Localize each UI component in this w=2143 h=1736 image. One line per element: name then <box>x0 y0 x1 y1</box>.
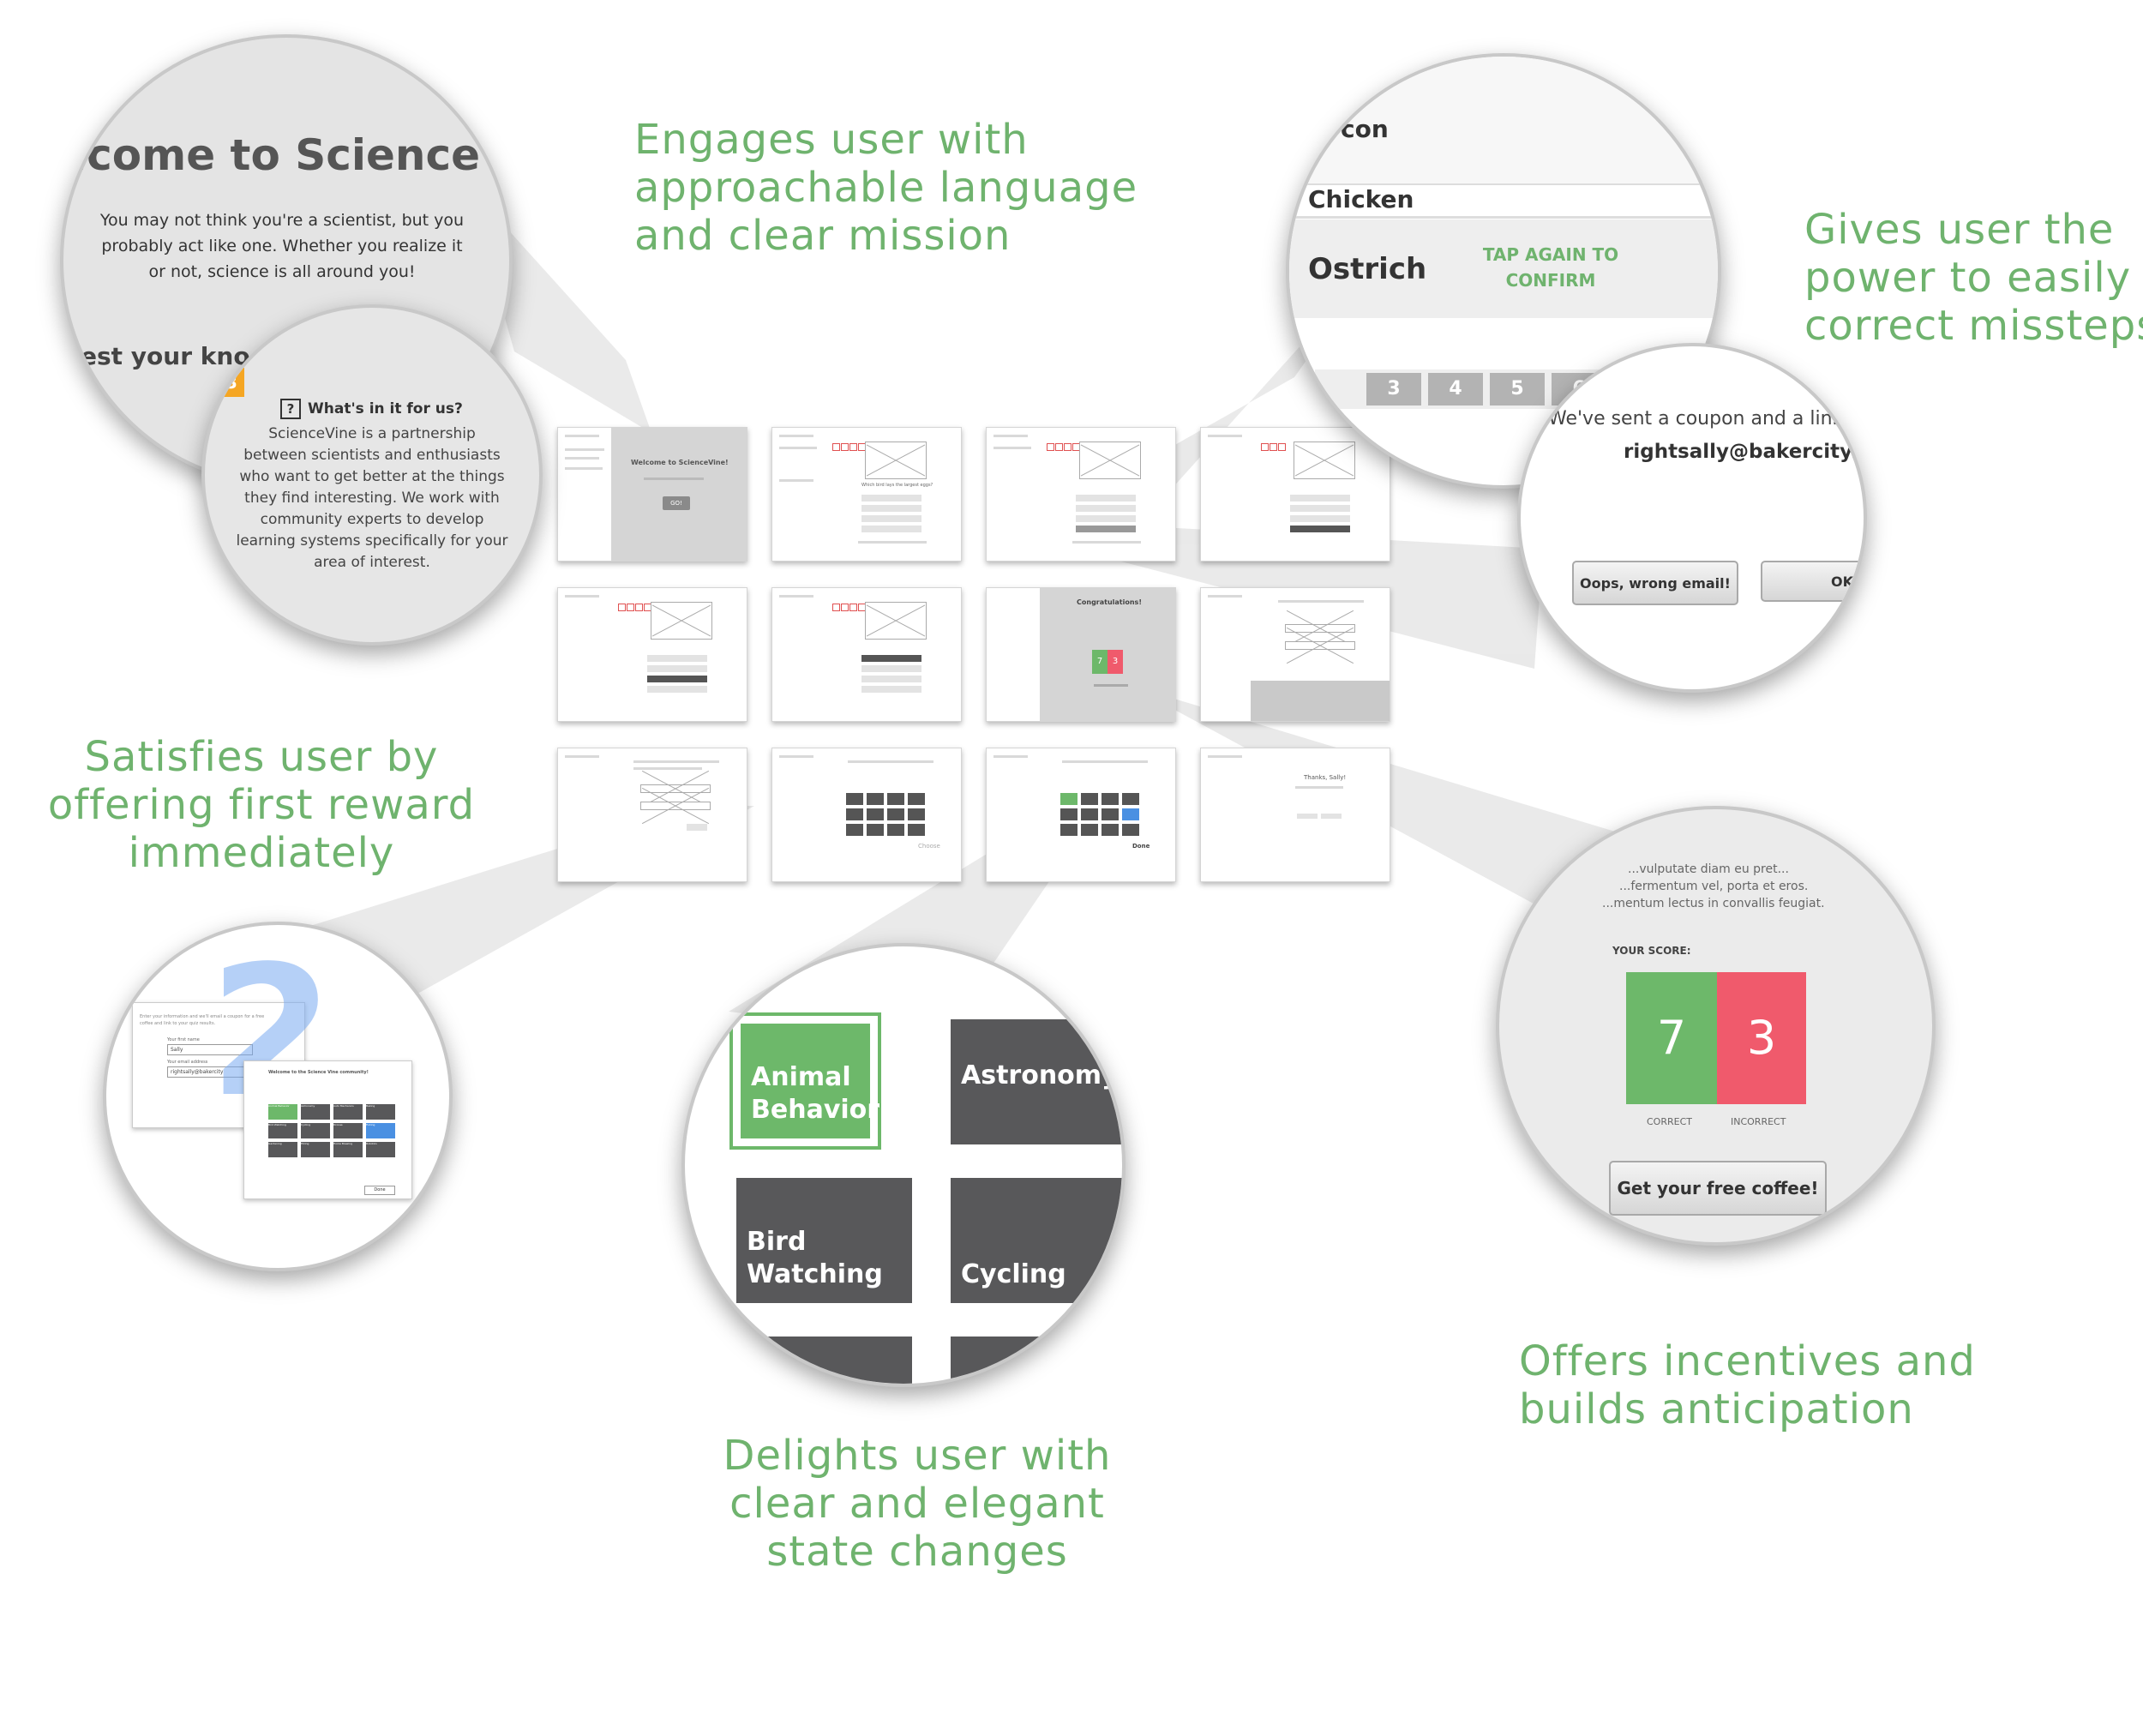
annotation-incentive: Offers incentives and builds anticipatio… <box>1519 1337 1976 1433</box>
thumbnail-welcome[interactable]: Welcome to ScienceVine! GO! <box>557 427 747 562</box>
tap-again-hint: TAP AGAIN TO CONFIRM <box>1482 244 1619 291</box>
pager-4[interactable]: 4 <box>1428 373 1483 405</box>
thumbnail-welcome-title: Welcome to ScienceVine! <box>631 459 729 466</box>
mini-tile-animal-behavior[interactable]: Animal Behavior <box>268 1104 297 1120</box>
zoom-email-confirmation: We've sent a coupon and a link to rights… <box>1517 343 1867 693</box>
first-name-label: Your first name <box>167 1037 200 1042</box>
wrong-email-button[interactable]: Oops, wrong email! <box>1572 561 1738 605</box>
incorrect-label: INCORRECT <box>1731 1116 1786 1127</box>
annotation-reward: Satisfies user by offering first reward … <box>47 733 476 877</box>
mini-done-button[interactable]: Done <box>364 1186 395 1195</box>
thumbnail-congrats-title: Congratulations! <box>1077 598 1142 606</box>
thumbnail-topics-choose[interactable]: Choose <box>771 748 962 882</box>
score-correct-box: 7 <box>1626 972 1717 1104</box>
pager-5[interactable]: 5 <box>1490 373 1545 405</box>
email-address: rightsally@bakercity.co <box>1624 441 1867 463</box>
ok-button[interactable]: OK <box>1761 561 1864 602</box>
thumbnail-form-keyboard[interactable] <box>1200 587 1390 722</box>
thumbnail-topics-done[interactable]: Done <box>986 748 1176 882</box>
thumbnail-go-button[interactable]: GO! <box>663 496 690 510</box>
mini-tile-baking[interactable]: Baking <box>366 1104 395 1120</box>
zoom-whats-in-it: 3 ? What's in it for us? ScienceVine is a… <box>201 304 543 646</box>
email-label: Your email address <box>167 1060 208 1065</box>
annotation-delight: Delights user with clear and elegant sta… <box>723 1432 1112 1576</box>
thumbnail-thanks[interactable]: Thanks, Sally! <box>1200 748 1390 882</box>
score-incorrect-box: 3 <box>1717 972 1806 1104</box>
form-intro: Enter your information and we'll email a… <box>140 1014 265 1026</box>
mini-tile-cycling[interactable]: Cycling <box>301 1123 330 1138</box>
zoom-form-community: Enter your information and we'll email a… <box>103 922 453 1271</box>
thumbnail-thanks-text: Thanks, Sally! <box>1304 774 1347 781</box>
zoom-score: ...vulputate diam eu pret... ...fermentu… <box>1496 806 1936 1246</box>
topic-tile-astronomy[interactable]: Astronomy <box>951 1019 1122 1144</box>
zoom-topic-tiles: Animal Behavior Astronomy Bird Watching … <box>681 943 1126 1387</box>
correct-label: CORRECT <box>1647 1116 1692 1127</box>
pager-3[interactable]: 3 <box>1366 373 1421 405</box>
answer-row-ostrich-selected[interactable]: Ostrich TAP AGAIN TO CONFIRM <box>1289 219 1718 318</box>
free-coffee-button[interactable]: Get your free coffee! <box>1609 1161 1827 1216</box>
lorem-text: ...vulputate diam eu pret... ...fermentu… <box>1602 862 1825 910</box>
zoom-confirm-answer: con Chicken Ostrich TAP AGAIN TO CONFIRM… <box>1286 53 1721 489</box>
topic-tile-animal-behavior-label: Animal Behavior <box>738 1021 879 1141</box>
thumbnail-form[interactable] <box>557 748 747 882</box>
thumbnail-question-3[interactable] <box>1200 427 1390 562</box>
thumbnail-question-4[interactable] <box>557 587 747 722</box>
topic-tile-cycling[interactable]: Cycling <box>951 1178 1122 1303</box>
mini-tile-hiking[interactable]: Hiking <box>301 1142 330 1157</box>
zoom-welcome-title: lcome to Science <box>72 130 481 180</box>
mini-tile-home-brewing[interactable]: Home Brewing <box>333 1142 363 1157</box>
answer-row-chicken[interactable]: Chicken <box>1308 185 1414 213</box>
community-title: Welcome to the Science Vine community! <box>268 1070 369 1075</box>
answer-row-partial[interactable]: con <box>1341 115 1389 143</box>
topic-tile-bird-watching[interactable]: Bird Watching <box>736 1178 912 1303</box>
mini-tile-fishing[interactable]: Fishing <box>366 1123 395 1138</box>
thumbnail-question-2[interactable] <box>986 427 1176 562</box>
mini-tile-auto-mechanics[interactable]: Auto Mechanics <box>333 1104 363 1120</box>
whats-in-it-header: ? What's in it for us? <box>280 399 463 419</box>
topic-tile-partial-2[interactable] <box>951 1337 1122 1384</box>
thumbnail-congratulations[interactable]: Congratulations! 7 3 <box>986 587 1176 722</box>
your-score-label: YOUR SCORE: <box>1612 945 1691 957</box>
zoom-welcome-body: You may not think you're a scientist, bu… <box>99 211 465 281</box>
badge-number: 3 <box>219 368 244 397</box>
community-card: Welcome to the Science Vine community! A… <box>243 1060 412 1199</box>
annotation-correct: Gives user the power to easily correct m… <box>1804 206 2143 350</box>
thumbnail-question-1[interactable]: Which bird lays the largest eggs? <box>771 427 962 562</box>
whats-in-it-body: ScienceVine is a partnership between sci… <box>236 425 508 571</box>
question-icon: ? <box>280 399 301 419</box>
mini-tile-bird-watching[interactable]: Bird Watching <box>268 1123 297 1138</box>
mini-tile-gardening[interactable]: Gardening <box>268 1142 297 1157</box>
mini-tile-drones[interactable]: Drones <box>333 1123 363 1138</box>
thumbnail-score-incorrect: 3 <box>1108 650 1123 674</box>
mini-tile-robotics[interactable]: Robotics <box>366 1142 395 1157</box>
answer-ostrich-label: Ostrich <box>1308 252 1427 286</box>
mini-tile-astronomy[interactable]: Astronomy <box>301 1104 330 1120</box>
thumbnail-question-5[interactable] <box>771 587 962 722</box>
thumbnail-choose-label: Choose <box>918 843 940 850</box>
first-name-input[interactable]: Sally <box>167 1044 253 1055</box>
thumbnail-question-text: Which bird lays the largest eggs? <box>861 483 933 488</box>
coupon-sent-text: We've sent a coupon and a link to <box>1548 408 1867 429</box>
annotation-engage: Engages user with approachable language … <box>634 116 1138 260</box>
thumbnail-done-label: Done <box>1132 843 1150 850</box>
thumbnail-score-correct: 7 <box>1092 650 1108 674</box>
zoom-welcome-footer: est your kno <box>81 342 250 370</box>
topic-tile-animal-behavior-selected[interactable]: Animal Behavior <box>729 1012 881 1150</box>
whats-in-it-title: What's in it for us? <box>308 400 463 417</box>
topic-tile-partial-1[interactable] <box>736 1337 912 1384</box>
